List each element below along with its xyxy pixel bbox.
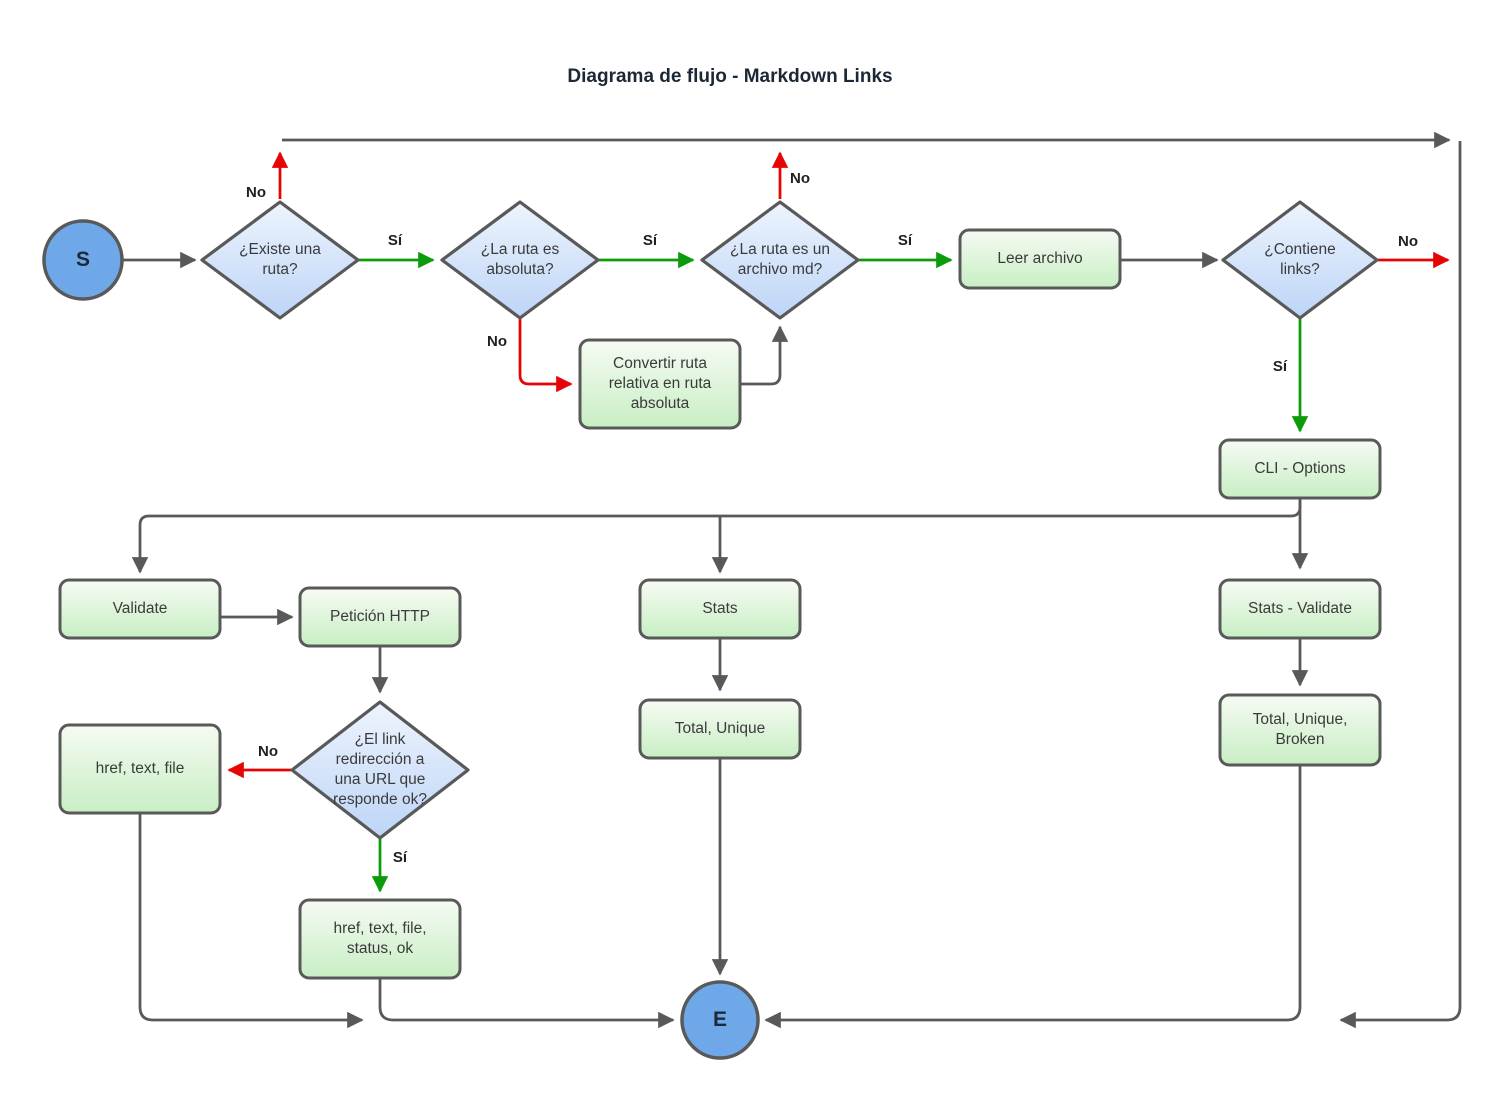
process-http-request bbox=[298, 586, 462, 648]
decision-link-responds-ok bbox=[290, 700, 470, 840]
process-stats bbox=[638, 578, 802, 640]
edge-label-exists-yes: Sí bbox=[384, 232, 406, 250]
decision-contains-links bbox=[1221, 200, 1379, 320]
decision-exists-path bbox=[200, 200, 360, 320]
edge-label-links-no: No bbox=[1395, 233, 1421, 251]
connector-statusok-to-end bbox=[378, 978, 675, 1029]
connector-absolute-no bbox=[518, 319, 573, 393]
edge-label-responds-no: No bbox=[255, 743, 281, 761]
connector-tub-to-end bbox=[764, 765, 1302, 1029]
process-read-file bbox=[958, 228, 1122, 290]
decision-is-md-file bbox=[700, 200, 860, 320]
edge-label-absolute-yes: Sí bbox=[639, 232, 661, 250]
process-validate bbox=[58, 578, 222, 640]
edge-label-md-yes: Sí bbox=[894, 232, 916, 250]
start-node bbox=[42, 219, 124, 301]
connector-convert-to-mdfile bbox=[740, 325, 789, 386]
edge-label-exists-no: No bbox=[243, 184, 269, 202]
connector-no-loop-right-to-end bbox=[1339, 141, 1462, 1029]
edge-label-links-yes: Sí bbox=[1269, 358, 1291, 376]
edge-label-absolute-no: No bbox=[484, 333, 510, 351]
process-href-text-file-status-ok bbox=[298, 898, 462, 980]
process-href-text-file bbox=[58, 723, 222, 815]
end-node bbox=[680, 980, 760, 1060]
connector-hreftextfile-to-end bbox=[138, 813, 364, 1029]
process-convert-path bbox=[578, 338, 742, 430]
process-total-unique bbox=[638, 698, 802, 760]
process-stats-validate bbox=[1218, 578, 1382, 640]
decision-is-absolute bbox=[440, 200, 600, 320]
edge-label-md-no: No bbox=[787, 170, 813, 188]
process-cli-options bbox=[1218, 438, 1382, 500]
process-total-unique-broken bbox=[1218, 693, 1382, 767]
edge-label-responds-yes: Sí bbox=[389, 849, 411, 867]
diagram-title: Diagrama de flujo - Markdown Links bbox=[567, 66, 893, 87]
